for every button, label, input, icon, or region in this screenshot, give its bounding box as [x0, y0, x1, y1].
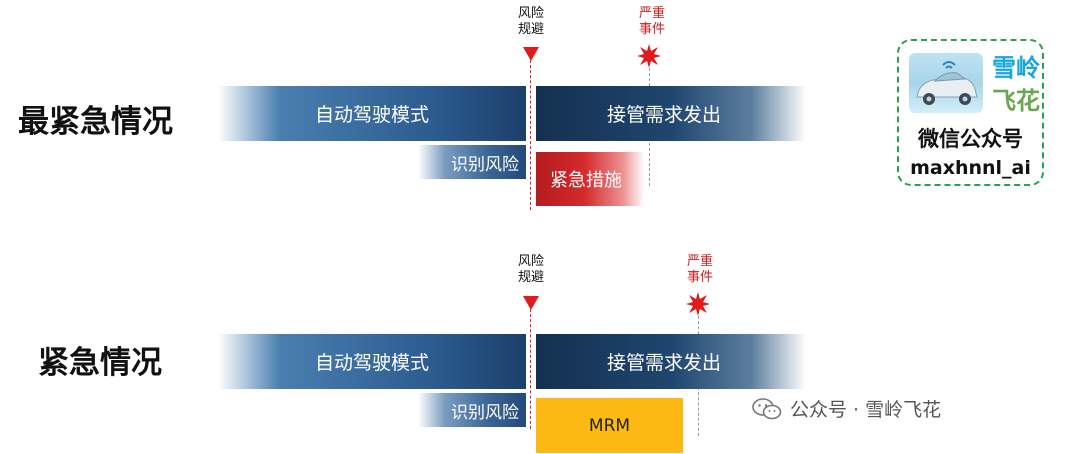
scenario2-risk-avoid-line1: 风险 — [517, 254, 544, 269]
scenario1-severe-event-line1: 严重 — [638, 6, 665, 21]
scenario2-severe-event-line1: 严重 — [686, 254, 713, 269]
scenario2-mrm-bar: MRM — [536, 398, 683, 453]
scenario1-severe-event-line2: 事件 — [638, 22, 665, 37]
scenario2-risk-avoid-line2: 规避 — [517, 270, 544, 285]
logo-box: 雪岭 飞花 微信公众号 maxhnnl_ai — [897, 39, 1044, 186]
scenario1-auto-mode-label: 自动驾驶模式 — [314, 104, 429, 126]
scenario1-takeover-bar: 接管需求发出 — [536, 86, 806, 141]
scenario1-auto-mode-bar: 自动驾驶模式 — [218, 86, 526, 141]
scenario2-auto-mode-bar: 自动驾驶模式 — [218, 334, 526, 389]
scenario1-risk-marker-icon — [523, 47, 539, 61]
scenario2-mrm-label: MRM — [588, 415, 631, 436]
scenario2-auto-mode-label: 自动驾驶模式 — [314, 352, 429, 374]
scenario1-title: 最紧急情况 — [18, 104, 173, 140]
scenario1-severe-event-label: 严重 事件 — [632, 6, 672, 38]
scenario1-detect-risk-bar: 识别风险 — [418, 145, 526, 179]
scenario2-risk-avoid-line — [530, 309, 531, 429]
logo-line2: 飞花 — [992, 87, 1040, 115]
autonomous-car-icon — [916, 61, 978, 105]
logo-car-image — [909, 53, 983, 113]
scenario1-risk-avoid-line2: 规避 — [517, 22, 544, 37]
scenario2-severe-event-label: 严重 事件 — [680, 254, 720, 286]
scenario2-severe-event-line2: 事件 — [686, 270, 713, 285]
watermark-text: 公众号 · 雪岭飞花 — [790, 399, 942, 421]
scenario2-risk-avoid-label: 风险 规避 — [511, 254, 551, 286]
logo-line4: maxhnnl_ai — [910, 157, 1031, 179]
scenario1-emergency-label: 紧急措施 — [550, 170, 622, 191]
scenario2-detect-risk-bar: 识别风险 — [418, 393, 526, 427]
watermark: 公众号 · 雪岭飞花 — [752, 395, 941, 422]
wechat-icon — [752, 397, 782, 419]
scenario2-starburst-icon — [686, 292, 710, 316]
scenario1-starburst-icon — [637, 44, 661, 68]
scenario1-emergency-bar: 紧急措施 — [536, 152, 644, 206]
scenario2-detect-risk-label: 识别风险 — [451, 402, 519, 423]
scenario2-takeover-label: 接管需求发出 — [606, 352, 721, 374]
scenario1-risk-avoid-line — [530, 60, 531, 210]
scenario2-title: 紧急情况 — [38, 345, 162, 381]
scenario1-detect-risk-label: 识别风险 — [451, 154, 519, 175]
scenario2-takeover-bar: 接管需求发出 — [536, 334, 806, 389]
scenario1-risk-avoid-line1: 风险 — [517, 6, 544, 21]
scenario2-risk-marker-icon — [523, 296, 539, 310]
logo-line3: 微信公众号 — [918, 127, 1023, 151]
scenario1-risk-avoid-label: 风险 规避 — [511, 6, 551, 38]
logo-line1: 雪岭 — [992, 54, 1040, 82]
scenario1-takeover-label: 接管需求发出 — [606, 104, 721, 126]
